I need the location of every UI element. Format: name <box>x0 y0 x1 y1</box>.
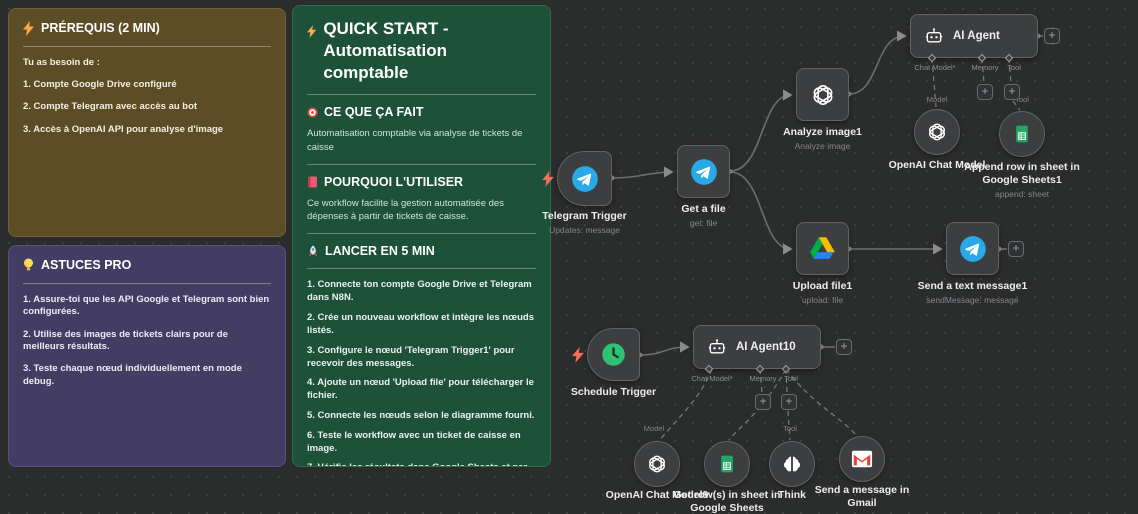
node-label-upload-file: Upload file1 upload: file <box>792 280 853 306</box>
node-upload-file[interactable] <box>796 222 849 275</box>
sticky-note-quickstart[interactable]: QUICK START - Automatisation comptable C… <box>292 5 551 467</box>
clock-icon <box>602 343 625 366</box>
node-think[interactable] <box>769 441 815 487</box>
divider <box>23 46 271 47</box>
lightning-icon <box>23 21 34 36</box>
tip-item: 1. Assure-toi que les API Google et Tele… <box>23 294 270 318</box>
node-label-openai-chat-model9: OpenAI Chat Model9 <box>605 489 709 501</box>
section-heading: LANCER EN 5 MIN <box>325 244 435 259</box>
section-body: Ce workflow facilite la gestion automati… <box>307 197 504 223</box>
connection-type-label-tool: Tool <box>1015 95 1029 104</box>
checklist-item: 3. Accès à OpenAI API pour analyse d'ima… <box>23 123 224 135</box>
port-label-memory: Memory <box>749 374 777 383</box>
checklist-item: 1. Compte Google Drive configuré <box>23 79 177 90</box>
node-analyze-image[interactable] <box>796 68 849 121</box>
tip-item: 2. Utilise des images de tickets clairs … <box>23 328 228 353</box>
add-tool-button[interactable]: + <box>1004 84 1020 100</box>
node-get-a-file[interactable] <box>677 145 730 198</box>
step-item: 2. Crée un nouveau workflow et intègre l… <box>307 312 534 336</box>
brain-icon <box>783 456 801 472</box>
connection-type-label-model: Model <box>926 95 948 104</box>
lightning-icon <box>307 25 317 38</box>
port-label-memory: Memory <box>971 63 999 72</box>
step-item: 5. Connecte les nœuds selon le diagramme… <box>307 409 535 421</box>
divider <box>307 94 536 96</box>
port-label-chat-model: Chat Model* <box>691 374 733 383</box>
openai-icon <box>929 123 945 141</box>
sticky-note-astuces[interactable]: ASTUCES PRO 1. Assure-toi que les API Go… <box>8 245 286 467</box>
node-label-analyze-image: Analyze image1 Analyze image <box>783 126 862 152</box>
step-item: 4. Ajoute un nœud 'Upload file' pour tél… <box>307 377 534 402</box>
trigger-lightning-icon <box>542 170 554 187</box>
section-heading: CE QUE ÇA FAIT <box>324 105 424 120</box>
port-label-chat-model: Chat Model* <box>914 63 956 72</box>
add-node-button[interactable]: + <box>1008 241 1024 257</box>
divider <box>23 283 271 284</box>
port-label-tool: Tool <box>1007 63 1021 72</box>
step-item: 3. Configure le nœud 'Telegram Trigger1'… <box>307 344 515 369</box>
openai-icon <box>813 84 832 105</box>
add-node-button[interactable]: + <box>1044 28 1060 44</box>
node-gmail-send-message[interactable] <box>839 436 885 482</box>
target-icon <box>307 107 318 118</box>
sticky-title: ASTUCES PRO <box>41 258 132 272</box>
step-item: 1. Connecte ton compte Google Drive et T… <box>307 279 532 304</box>
add-memory-button[interactable]: + <box>977 84 993 100</box>
telegram-icon <box>959 235 986 262</box>
connection-type-label-model: Model <box>643 424 665 433</box>
section-heading: POURQUOI L'UTILISER <box>324 174 464 189</box>
node-send-text-message[interactable] <box>946 222 999 275</box>
node-append-row-google-sheets[interactable] <box>999 111 1045 157</box>
google-sheets-icon <box>1016 125 1028 143</box>
sticky-title: QUICK START - Automatisation comptable <box>323 19 449 83</box>
node-label-openai-chat-model: OpenAI Chat Model <box>888 159 986 171</box>
gmail-icon <box>851 450 873 468</box>
node-label-think: Think <box>778 489 806 501</box>
node-openai-chat-model[interactable] <box>914 109 960 155</box>
node-label-schedule-trigger: Schedule Trigger <box>570 386 657 398</box>
node-label-append-row: Append row in sheet in Google Sheets1 ap… <box>964 161 1080 200</box>
bulb-icon <box>24 258 33 271</box>
node-ai-agent[interactable]: AI Agent <box>910 14 1038 58</box>
add-node-button[interactable]: + <box>836 339 852 355</box>
node-get-rows-google-sheets[interactable] <box>704 441 750 487</box>
port-label-tool: Tool <box>784 374 798 383</box>
node-title: AI Agent10 <box>736 341 796 353</box>
google-sheets-icon <box>721 455 733 473</box>
robot-icon <box>925 28 943 43</box>
divider <box>307 268 536 270</box>
connection-type-label-tool: Tool <box>783 424 797 433</box>
book-icon <box>308 176 317 188</box>
add-tool-button[interactable]: + <box>781 394 797 410</box>
sticky-title: PRÉREQUIS (2 MIN) <box>41 21 160 35</box>
step-item: 7. Vérifie les résultats dans Google She… <box>307 462 536 466</box>
openai-icon <box>649 455 665 473</box>
google-drive-icon <box>810 237 835 259</box>
trigger-lightning-icon <box>572 346 584 363</box>
node-label-get-a-file: Get a file get: file <box>681 203 726 229</box>
section-body: Automatisation comptable via analyse de … <box>307 128 523 153</box>
divider <box>307 163 536 165</box>
node-label-get-rows: Get row(s) in sheet in Google Sheets <box>673 489 781 514</box>
checklist-item: 2. Compte Telegram avec accès au bot <box>23 101 198 113</box>
divider <box>307 233 536 235</box>
node-ai-agent10[interactable]: AI Agent10 <box>693 325 821 369</box>
step-item: 6. Teste le workflow avec un ticket de c… <box>307 429 521 454</box>
tip-item: 3. Teste chaque nœud individuellement en… <box>23 363 242 387</box>
sticky-note-prerequis[interactable]: PRÉREQUIS (2 MIN) Tu as besoin de : 1. C… <box>8 8 286 237</box>
node-openai-chat-model9[interactable] <box>634 441 680 487</box>
node-label-gmail: Send a message in Gmail send: message <box>814 484 910 514</box>
node-schedule-trigger[interactable] <box>572 328 640 381</box>
add-memory-button[interactable]: + <box>755 394 771 410</box>
rocket-icon <box>308 245 318 257</box>
node-title: AI Agent <box>953 30 1000 42</box>
sticky-intro: Tu as besoin de : <box>23 57 100 68</box>
node-label-send-text-message: Send a text message1 sendMessage: messag… <box>917 280 1028 306</box>
telegram-icon <box>571 165 598 192</box>
node-telegram-trigger[interactable] <box>542 151 612 206</box>
robot-icon <box>708 339 726 354</box>
telegram-icon <box>690 158 717 185</box>
